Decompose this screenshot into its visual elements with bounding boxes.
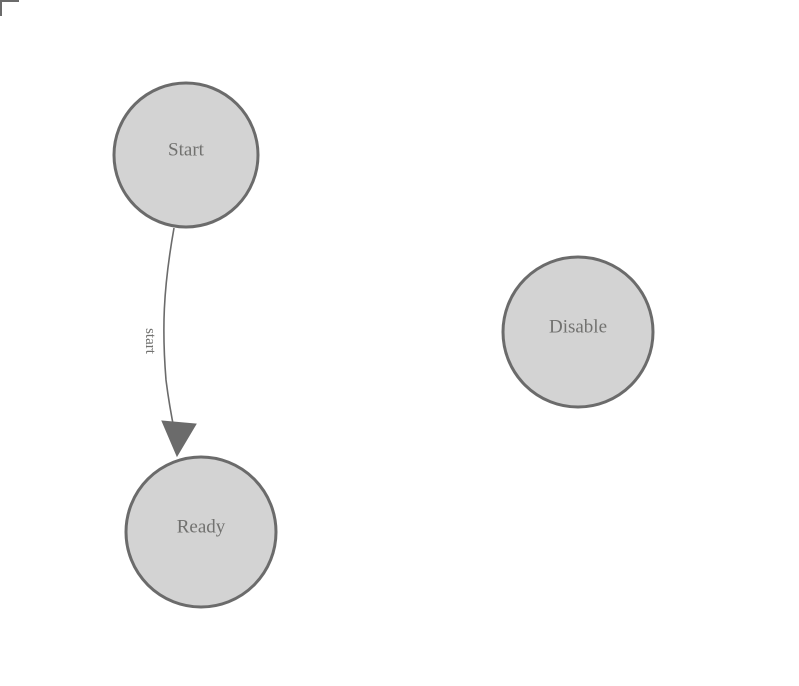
edge-start-to-ready[interactable]: start [142, 227, 197, 458]
node-start[interactable]: Start [112, 81, 260, 229]
edge-line [163, 227, 178, 445]
arrowhead-icon [161, 420, 197, 458]
node-start-label: Start [168, 140, 205, 161]
node-disable-shape[interactable] [501, 255, 655, 409]
canvas-corner-mark-icon [0, 0, 19, 16]
node-ready-label: Ready [177, 517, 226, 538]
edge-label-start: start [142, 328, 158, 355]
node-ready[interactable]: Ready [124, 455, 278, 609]
node-disable-label: Disable [549, 317, 607, 338]
node-disable[interactable]: Disable [501, 255, 655, 409]
node-ready-shape[interactable] [124, 455, 278, 609]
node-start-shape[interactable] [112, 81, 260, 229]
